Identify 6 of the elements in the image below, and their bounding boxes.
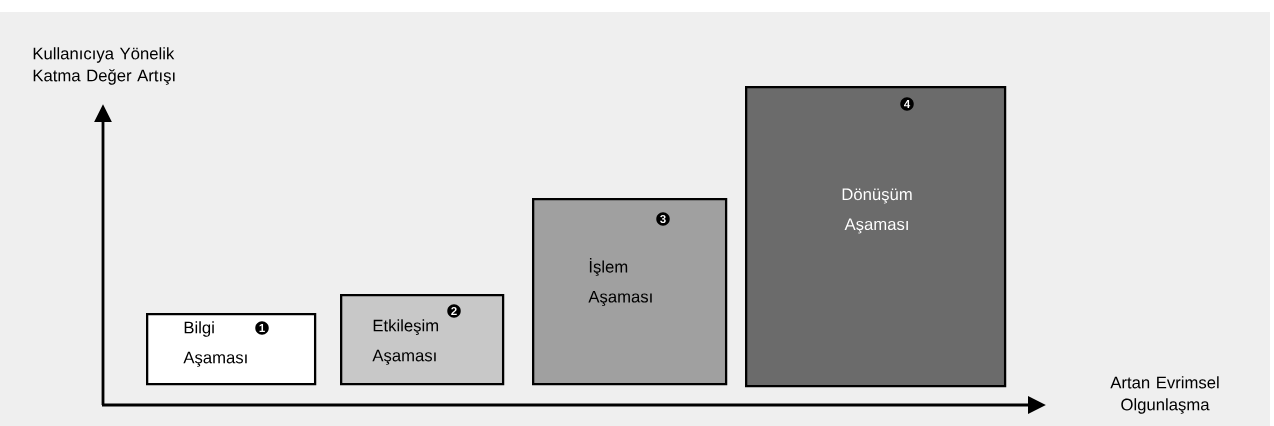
axis-title: Kullanıcıya Yönelik Katma Değer Artışı [33,47,175,85]
step-number-badge: 3 [656,212,670,226]
step-number-badge: 1 [255,321,269,335]
axis-title: Artan Evrimsel Olgunlaşma [1110,376,1219,414]
step-number-badge: 4 [900,97,914,111]
step-number-badge: 2 [447,304,461,318]
